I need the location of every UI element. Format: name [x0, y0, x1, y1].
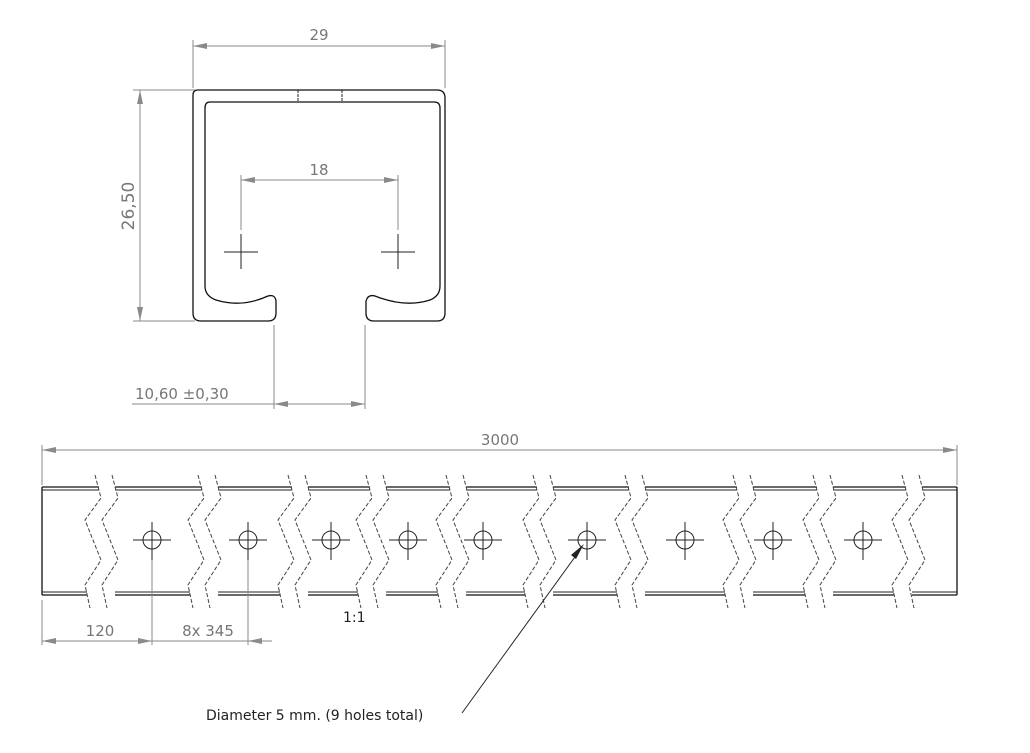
- break-line: [355, 474, 373, 609]
- hole: [844, 522, 882, 560]
- rail-view: 3000 120 8x 345 1:1 Diameter 5 mm. (9 ho…: [41, 431, 958, 724]
- height-dimension: 26,50: [119, 89, 195, 322]
- break-line: [294, 474, 312, 609]
- hole: [568, 522, 606, 560]
- break-line: [739, 474, 757, 609]
- break-lines: [84, 474, 926, 609]
- break-line: [101, 474, 119, 609]
- scale-label: 1:1: [343, 610, 366, 626]
- break-line: [372, 474, 390, 609]
- hole-callout: Diameter 5 mm. (9 holes total): [206, 544, 584, 724]
- break-line: [891, 474, 909, 609]
- width-dim-label: 29: [309, 26, 328, 44]
- hole-center-mark-left: [224, 234, 258, 269]
- hole-spacing-dimension: 18: [240, 161, 399, 230]
- hole: [229, 522, 267, 560]
- rail-edges: [42, 486, 957, 596]
- break-line: [187, 474, 205, 609]
- break-line: [84, 474, 102, 609]
- length-dimension: 3000: [41, 431, 958, 485]
- break-line: [539, 474, 557, 609]
- height-dim-label: 26,50: [119, 182, 139, 231]
- break-line: [435, 474, 453, 609]
- hole: [666, 522, 704, 560]
- hole-callout-label: Diameter 5 mm. (9 holes total): [206, 708, 423, 724]
- length-dim-label: 3000: [481, 431, 519, 449]
- first-hole-dimension: 120: [41, 560, 153, 645]
- hole: [389, 522, 427, 560]
- break-line: [631, 474, 649, 609]
- break-line: [802, 474, 820, 609]
- first-hole-dim-label: 120: [86, 622, 115, 640]
- break-line: [908, 474, 926, 609]
- break-line: [452, 474, 470, 609]
- break-line: [204, 474, 222, 609]
- profile-section: 29 26,50 18 10,60 ±0,30: [119, 26, 446, 409]
- break-line: [522, 474, 540, 609]
- slot-width-dimension: 10,60 ±0,30: [132, 325, 366, 409]
- hole: [312, 522, 350, 560]
- pitch-dim-label: 8x 345: [182, 622, 234, 640]
- break-line: [277, 474, 295, 609]
- hole-center-mark-right: [381, 234, 415, 269]
- width-dimension: 29: [192, 26, 446, 88]
- slot-dim-label: 10,60 ±0,30: [135, 385, 229, 403]
- break-line: [614, 474, 632, 609]
- hole: [133, 522, 171, 560]
- holes: [133, 522, 882, 560]
- hole: [464, 522, 502, 560]
- hole: [754, 522, 792, 560]
- break-line: [722, 474, 740, 609]
- profile-outline: [192, 89, 446, 322]
- hole-spacing-dim-label: 18: [309, 161, 328, 179]
- pitch-dimension: 8x 345: [152, 560, 272, 645]
- break-line: [819, 474, 837, 609]
